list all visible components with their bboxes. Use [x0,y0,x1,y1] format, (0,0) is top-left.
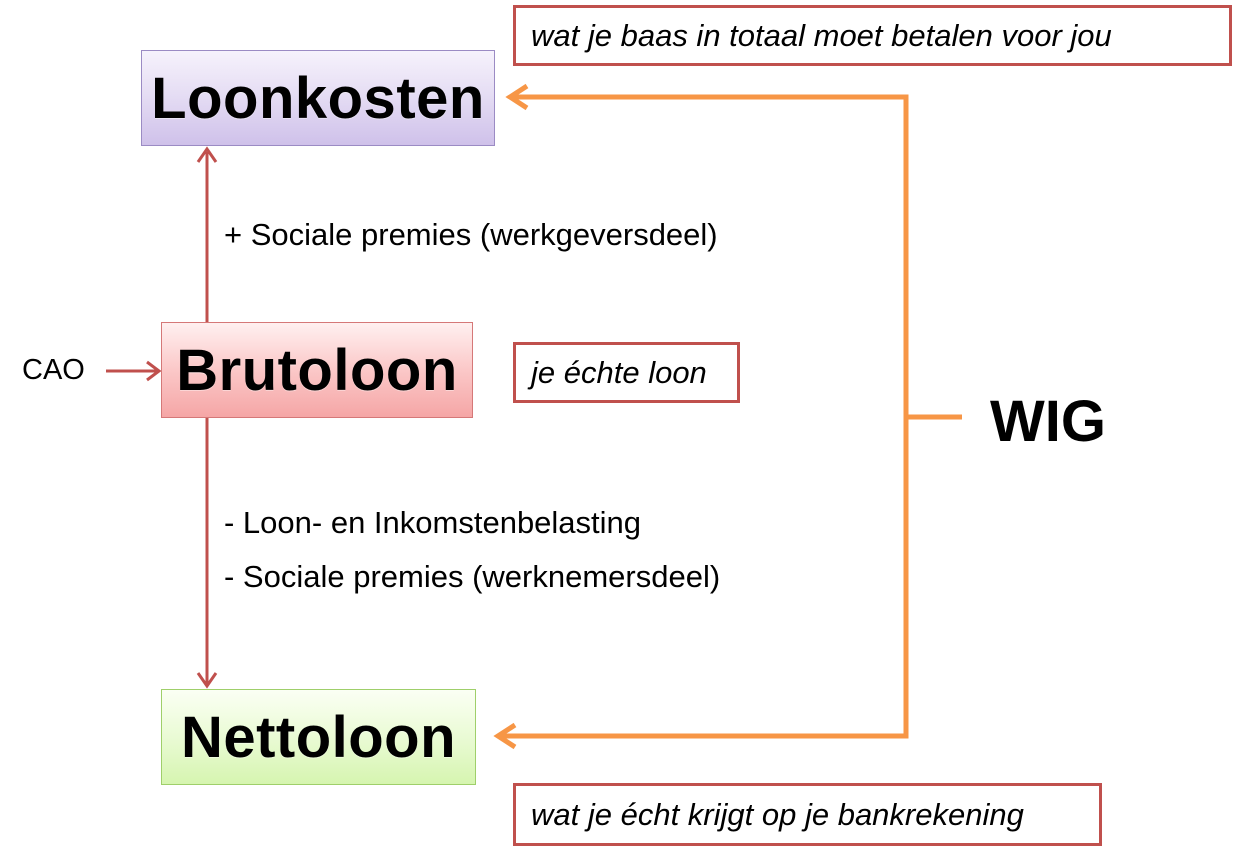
label-wig: WIG [990,389,1106,454]
arrow-bruto-to-loonkosten [196,146,218,322]
brutoloon-label: Brutoloon [176,337,458,403]
note-total-cost-text: wat je baas in totaal moet betalen voor … [531,17,1112,53]
nettoloon-box: Nettoloon [161,689,476,785]
label-employer-premiums: + Sociale premies (werkgeversdeel) [224,217,718,252]
note-real-wage: je échte loon [513,342,740,403]
label-income-tax: - Loon- en Inkomstenbelasting [224,505,642,540]
loonkosten-label: Loonkosten [151,65,485,131]
label-employee-premiums: - Sociale premies (werknemersdeel) [224,559,721,594]
brutoloon-box: Brutoloon [161,322,473,418]
loonkosten-box: Loonkosten [141,50,495,146]
label-cao: CAO [22,354,85,386]
wig-bracket [493,83,962,750]
note-total-cost: wat je baas in totaal moet betalen voor … [513,5,1232,66]
arrow-cao-to-brutoloon [106,360,162,382]
note-real-wage-text: je échte loon [531,354,707,390]
note-bank-account: wat je écht krijgt op je bankrekening [513,783,1102,846]
note-bank-account-text: wat je écht krijgt op je bankrekening [531,796,1024,832]
nettoloon-label: Nettoloon [180,704,457,770]
arrow-bruto-to-nettoloon [196,418,218,689]
